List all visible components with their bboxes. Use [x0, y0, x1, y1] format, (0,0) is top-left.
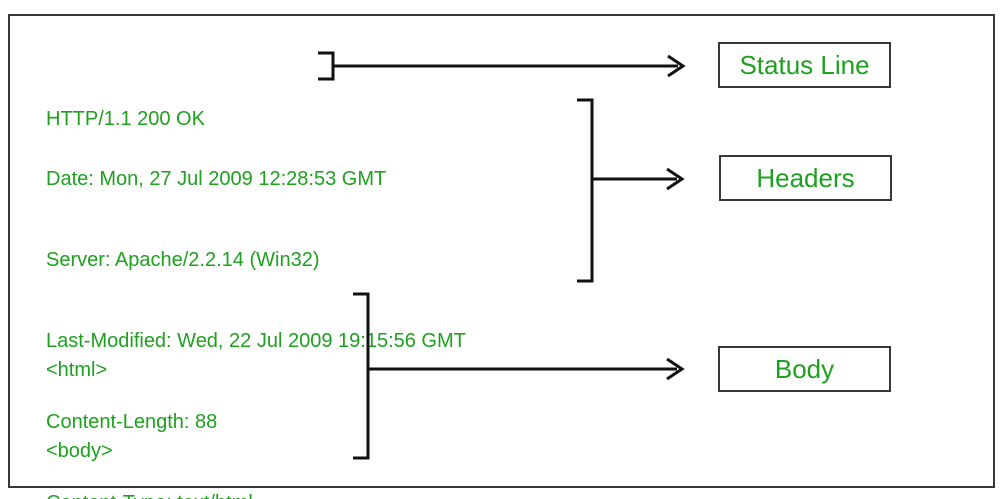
- status-line-text: HTTP/1.1 200 OK: [46, 52, 205, 187]
- headers-text: Date: Mon, 27 Jul 2009 12:28:53 GMT Serv…: [46, 112, 466, 499]
- body-line: <body>: [46, 440, 113, 462]
- headers-label: Headers: [756, 162, 855, 193]
- status-line-label-box: Status Line: [718, 42, 891, 88]
- status-line-label: Status Line: [739, 49, 870, 80]
- header-line: Server: Apache/2.2.14 (Win32): [46, 249, 320, 271]
- header-line: Content-Length: 88: [46, 411, 218, 433]
- body-text: <html> <body> <h1>Hello, World!</h1> </b…: [46, 303, 257, 499]
- header-line: Content-Type: text/html: [46, 490, 466, 499]
- header-line: Last-Modified: Wed, 22 Jul 2009 19:15:56…: [46, 330, 466, 352]
- body-label-box: Body: [718, 346, 891, 392]
- diagram-frame: [8, 14, 995, 488]
- header-line: Date: Mon, 27 Jul 2009 12:28:53 GMT: [46, 168, 387, 190]
- body-label: Body: [774, 353, 835, 384]
- status-line-value: HTTP/1.1 200 OK: [46, 108, 205, 130]
- headers-label-box: Headers: [719, 155, 892, 201]
- body-line: <html>: [46, 359, 108, 381]
